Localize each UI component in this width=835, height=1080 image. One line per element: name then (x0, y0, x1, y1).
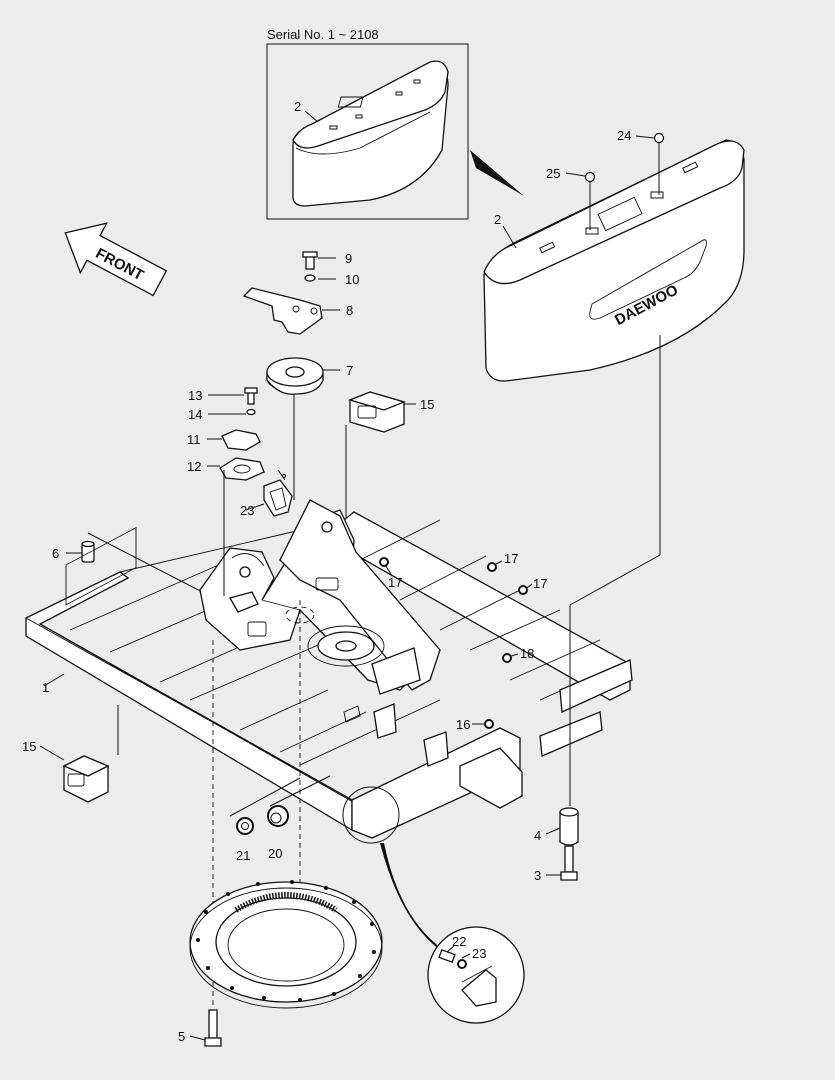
inset-counterweight: Serial No. 1 ~ 2108 2 (266, 27, 469, 220)
callout-4: 4 (534, 828, 541, 843)
inset-arrow (470, 150, 524, 196)
callout-18: 20 (268, 846, 282, 861)
detail-callout: 22 23 (342, 786, 525, 1024)
upper-frame: 17 17 17 18 16 1 (25, 394, 633, 1008)
callout-5: 5 (178, 1029, 185, 1044)
callout-23-right: 24 (617, 128, 631, 143)
callout-6: 6 (52, 546, 59, 561)
callout-8: 8 (346, 303, 353, 318)
callout-7: 7 (346, 363, 353, 378)
callout-17-c: 17 (533, 576, 547, 591)
callout-17-a: 17 (388, 575, 402, 590)
callout-1: 1 (42, 680, 49, 695)
callout-15-bottom: 15 (22, 739, 36, 754)
callout-16: 16 (456, 717, 470, 732)
part-5: 5 (178, 1009, 222, 1047)
callout-23-left: 25 (546, 166, 560, 181)
callout-11: 11 (187, 432, 201, 447)
frame-nuts-17 (379, 557, 528, 729)
callout-2-inset: 2 (294, 99, 301, 114)
parts-3-4: 4 3 (534, 605, 579, 883)
part-6: 6 (52, 532, 211, 597)
callout-9: 9 (345, 251, 352, 266)
callout-17-b: 17 (504, 551, 518, 566)
callout-15-top: 15 (420, 397, 434, 412)
callout-14: 14 (188, 407, 202, 422)
callout-10: 10 (345, 272, 359, 287)
callout-3: 3 (534, 868, 541, 883)
callout-13: 13 (188, 388, 202, 403)
counterweight: DAEWOO 24 25 2 (483, 128, 745, 606)
callout-12: 12 (187, 459, 201, 474)
front-arrow: FRONT (64, 222, 168, 297)
callout-22: 23 (472, 946, 486, 961)
parts-15: 15 15 (22, 391, 434, 803)
parts-11-14: 13 14 11 12 23 (187, 387, 293, 518)
parts-18-20: 21 20 (229, 775, 331, 863)
parts-7-10: 9 10 8 7 (242, 251, 359, 395)
serial-note: Serial No. 1 ~ 2108 (267, 27, 379, 42)
callout-24: 23 (240, 503, 254, 518)
callout-20: 21 (236, 848, 250, 863)
callout-17-d: 18 (520, 646, 534, 661)
callout-21: 22 (452, 934, 466, 949)
swing-bearing (189, 880, 383, 1009)
callout-2-main: 2 (494, 212, 501, 227)
